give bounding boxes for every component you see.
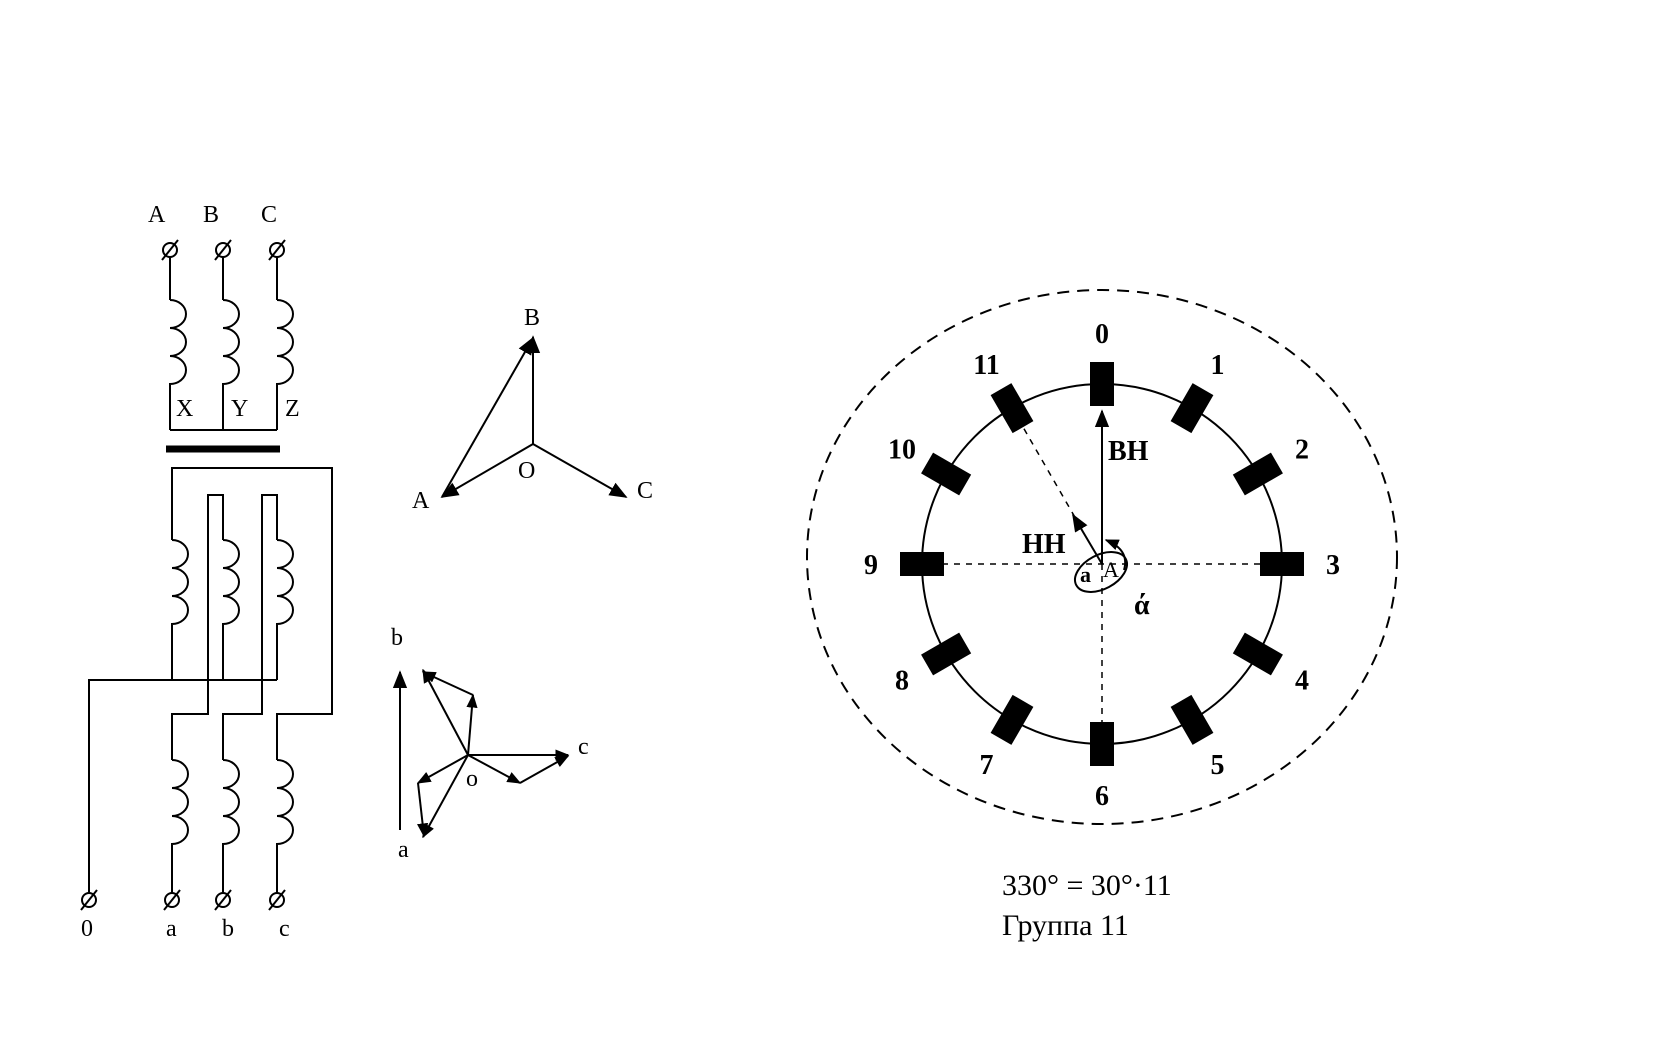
lv-vector-diagram [392,668,570,839]
lv-neutral-wire [88,679,277,893]
rotation-arrow [1104,539,1127,571]
lv-terminal-label-a: a [166,916,177,942]
clock-hour-mark-1 [1170,383,1214,434]
hv-vector-label-b: B [524,305,540,331]
clock-center-label-a: a [1080,562,1091,587]
hv-vector-oc [532,443,628,498]
winding-scheme [80,239,333,911]
clock-outer-dashed-ring [806,289,1398,825]
hv-end-label-y: Y [231,396,248,422]
clock-hour-mark-6 [1090,722,1114,766]
clock-hour-label-10: 10 [888,435,916,466]
clock-hour-mark-10 [921,452,972,496]
clock-center-label-A: A [1103,557,1119,582]
lv-vector-ob3 [421,671,474,696]
lv-lower-winding-b [222,759,240,893]
lv-wire-top-right [261,494,278,680]
lv-clock-vector [1072,513,1103,565]
clock-hour-mark-7 [990,694,1034,745]
clock-hour-mark-4 [1232,632,1283,676]
lv-cross-wire-1 [171,680,209,760]
clock-hour-mark-8 [921,632,972,676]
hv-winding-a [169,299,187,430]
clock-hour-label-0: 0 [1095,319,1109,350]
hv-terminal-label-c: C [261,202,277,228]
lv-vector-label-a: a [398,837,409,863]
lv-vector-oa2 [422,754,469,839]
lv-vector-oa3 [417,782,429,838]
lv-lower-winding-a [171,759,189,893]
hv-vector-ab [441,336,534,498]
angle-label: ά [1134,590,1150,621]
hv-vector-label-o: O [518,458,535,484]
hv-vector-label-c: C [637,478,653,504]
hv-vector-oa [440,443,534,498]
clock-hour-mark-5 [1170,694,1214,745]
clock-hour-label-8: 8 [895,666,909,697]
lv-terminal-label-b: b [222,916,234,942]
clock-hour-label-3: 3 [1326,550,1340,581]
clock-hour-mark-3 [1260,552,1304,576]
lv-terminal-label-c: c [279,916,290,942]
lv-vector-label-o: o [466,766,478,792]
lv-vector-oa1 [416,754,469,784]
lv-terminal-0 [80,889,98,911]
lv-upper-winding-2 [222,539,240,680]
hv-end-label-z: Z [285,396,300,422]
clock-diagram: 0 1 2 3 4 5 6 7 8 9 10 11 ВН НН a A ά [806,289,1398,825]
hv-terminal-b [214,239,232,300]
clock-hour-label-9: 9 [864,550,878,581]
lv-terminal-c [268,889,286,911]
lv-vector-label-c: c [578,734,589,760]
hv-clock-label: ВН [1108,436,1149,467]
hv-terminal-label-b: B [203,202,219,228]
hv-winding-c [276,299,294,430]
lv-vector-oc2 [467,754,522,784]
clock-hour-label-5: 5 [1211,750,1225,781]
clock-hour-marks [900,362,1304,766]
lv-wire-top-middle [207,494,224,680]
clock-hour-label-2: 2 [1295,435,1309,466]
clock-hour-label-11: 11 [973,350,999,381]
lv-vector-ob2 [466,693,478,756]
clock-dashed-hour-11 [1011,407,1081,527]
clock-hour-mark-9 [900,552,944,576]
lv-terminal-label-0: 0 [81,916,93,942]
clock-hour-mark-0 [1090,362,1114,406]
clock-hour-mark-2 [1232,452,1283,496]
hv-terminal-a [161,239,179,300]
hv-terminal-c [268,239,286,300]
lv-upper-winding-3 [276,539,294,680]
clock-hour-label-6: 6 [1095,781,1109,812]
vector-group-name: Группа 11 [1002,909,1129,942]
hv-vector-label-a: A [412,488,430,514]
hv-end-label-x: X [176,396,193,422]
lv-terminal-a [163,889,181,911]
lv-vector-ob1 [422,668,469,756]
lv-vector-oc3 [519,755,570,784]
hv-terminal-label-a: A [148,202,166,228]
lv-cross-wire-2 [222,680,263,760]
clock-hour-label-7: 7 [980,750,994,781]
clock-hour-label-1: 1 [1211,350,1225,381]
lv-lower-winding-c [276,759,294,893]
hv-winding-b [222,299,240,430]
lv-upper-winding-1 [171,539,189,680]
vector-group-formula: 330° = 30°·11 [1002,869,1172,902]
clock-hour-label-4: 4 [1295,666,1309,697]
lv-clock-label: НН [1022,529,1066,560]
hv-vector-diagram [440,335,628,498]
lv-wire-top-outer [171,467,333,760]
lv-terminal-b [214,889,232,911]
vector-group-caption: 330° = 30°·11 Группа 11 [1002,866,1172,946]
lv-vector-label-b: b [391,625,403,651]
